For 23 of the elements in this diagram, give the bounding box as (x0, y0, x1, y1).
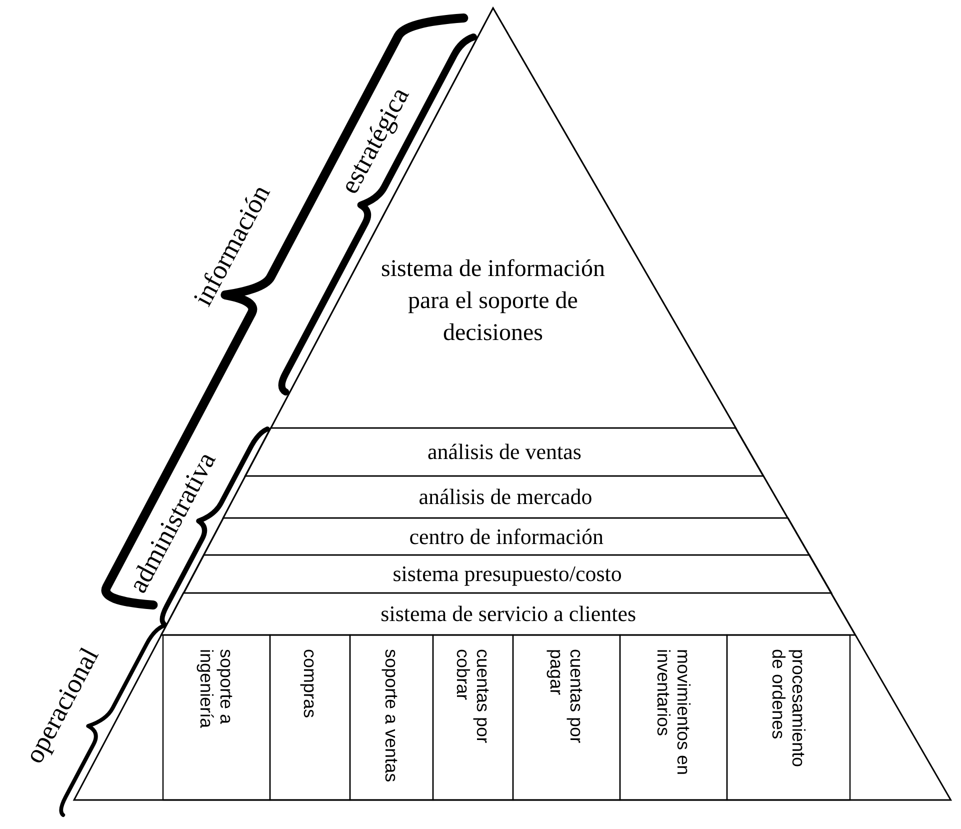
pyramid-band (270, 8, 736, 428)
pyramid-band (161, 593, 856, 635)
band-label: sistema presupuesto/costo (392, 560, 623, 588)
column-label: soporte a ventas (382, 649, 402, 784)
column-box (163, 635, 270, 800)
column-box (433, 635, 513, 800)
column-box (513, 635, 620, 800)
pyramid-band (223, 476, 788, 518)
column-label: procesamiento de ordenes (768, 649, 808, 770)
column-box (350, 635, 433, 800)
column-box (270, 635, 350, 800)
pyramid-band (245, 428, 764, 476)
band-label: análisis de mercado (418, 483, 594, 511)
column-box (620, 635, 727, 800)
column-label: cuentas por cobrar (453, 649, 493, 746)
column-box (727, 635, 850, 800)
column-label: soporte a ingeniería (196, 649, 236, 730)
column-label: compras (300, 649, 320, 720)
band-label: análisis de ventas (426, 438, 582, 466)
band-label: sistema de información para el soporte de decisiones (380, 255, 606, 348)
column-label: cuentas por pagar (546, 649, 586, 746)
band-label: sistema de servicio a clientes (380, 600, 638, 628)
band-label: centro de información (408, 523, 605, 551)
